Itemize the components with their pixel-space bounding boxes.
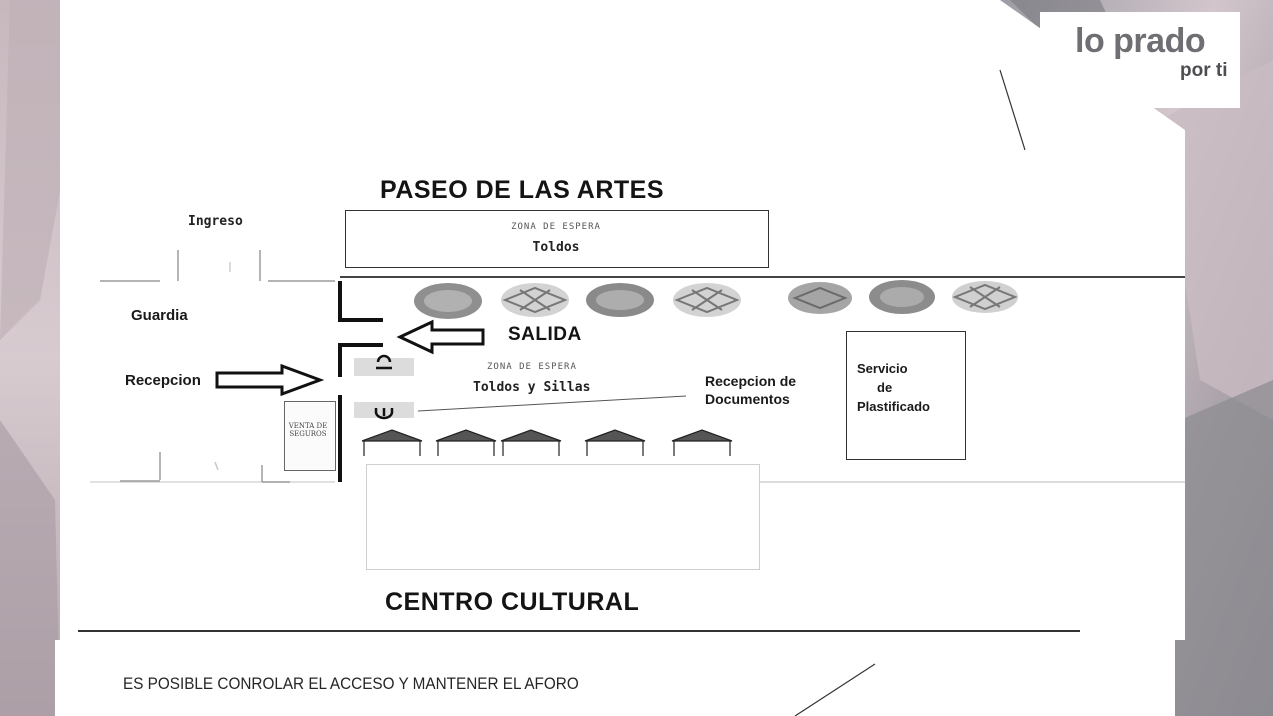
reception-desk-2: [354, 402, 414, 420]
recepcion-arrow: [215, 363, 325, 397]
zona-espera-label-1: ZONA DE ESPERA: [511, 222, 601, 232]
salida-arrow: [396, 319, 485, 355]
zona-espera-label-2: ZONA DE ESPERA: [487, 362, 577, 372]
logo-sub-text: por ti: [1180, 60, 1228, 81]
seating-area: [366, 464, 760, 570]
plastificado-box: [846, 331, 966, 460]
title-paseo-de-las-artes: PASEO DE LAS ARTES: [380, 176, 665, 204]
tree-row: [414, 280, 1018, 319]
guardia-label: Guardia: [131, 307, 188, 324]
salida-label: SALIDA: [508, 324, 582, 345]
logo: [1040, 12, 1240, 108]
venta-seguros-box: [284, 401, 336, 471]
documents-pointer-line: [417, 395, 687, 412]
recepcion-documentos-label: Recepcion de Documentos: [705, 373, 797, 407]
tent-row: [361, 429, 733, 456]
venta-seguros-label: VENTA DE SEGUROS: [288, 422, 328, 438]
ingreso-label: Ingreso: [188, 214, 243, 229]
toldos-y-sillas-label: Toldos y Sillas: [473, 380, 591, 395]
waiting-zone-box: [345, 210, 769, 268]
logo-main-text: lo prado: [1075, 22, 1206, 60]
perimeter-walls: [338, 281, 383, 482]
recepcion-label: Recepcion: [125, 372, 201, 389]
toldos-label: Toldos: [532, 240, 580, 255]
entrance-walls: [100, 250, 335, 483]
footer-caption: ES POSIBLE CONROLAR EL ACCESO Y MANTENER…: [123, 674, 579, 693]
servicio-plastificado-label: Servicio de Plastificado: [857, 361, 930, 414]
title-centro-cultural: CENTRO CULTURAL: [385, 588, 640, 616]
reception-desk-1: [354, 354, 414, 376]
